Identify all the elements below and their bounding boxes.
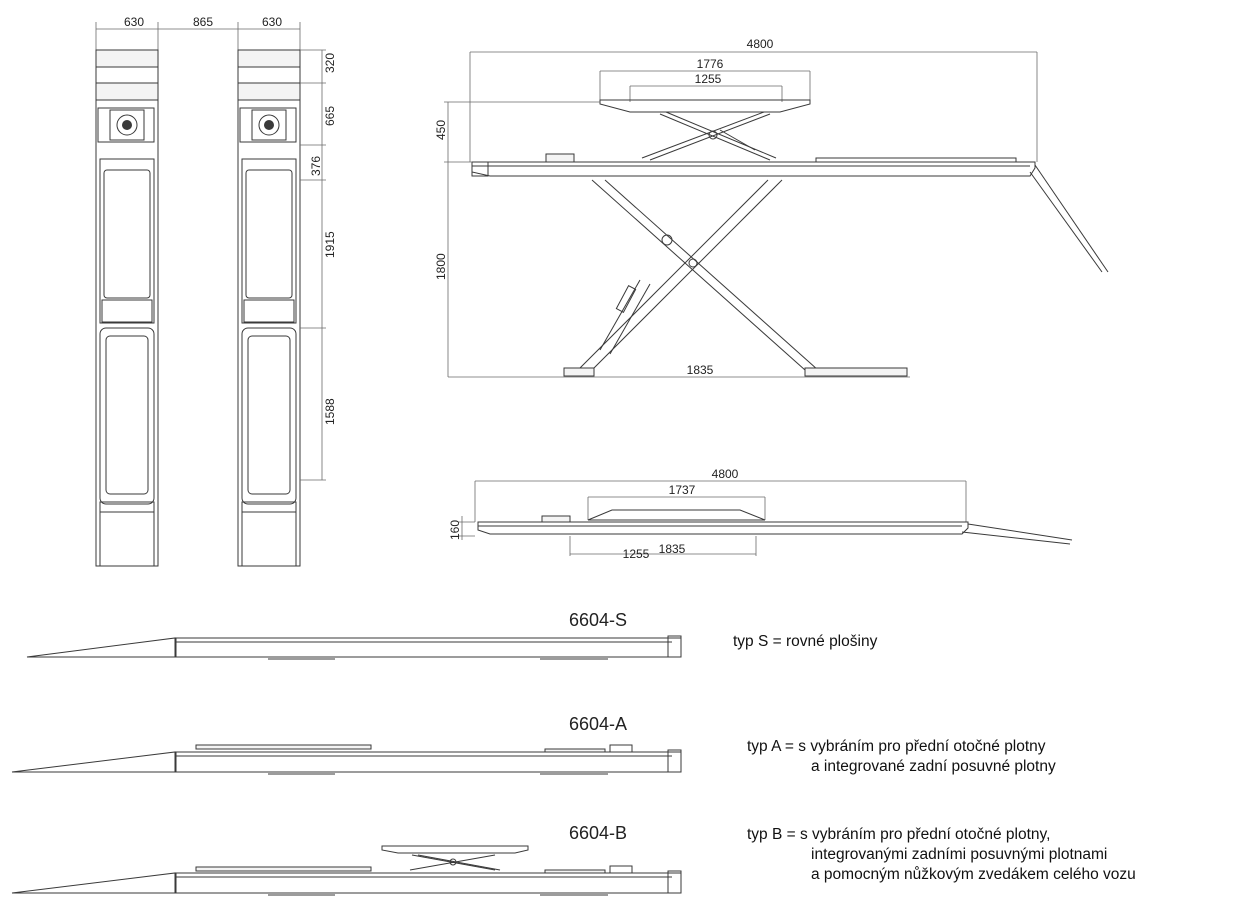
dim-aux-height: 450 [434,120,448,140]
type-s-profile: 6604-S [26,610,682,660]
top-view: 630 865 630 [95,15,337,567]
type-b-profile: 6604-B [11,823,682,896]
dim-aux-plate: 1255 [695,72,722,86]
type-b-desc-line2: integrovanými zadními posuvnými plotnami [811,846,1108,863]
type-a-desc-line2: a integrované zadní posuvné plotny [811,758,1056,775]
dim-length: 4800 [747,37,774,51]
runway-left [95,49,159,567]
type-a-desc-line1: typ A = s vybráním pro přední otočné plo… [747,738,1046,755]
type-b-desc-line3: a pomocným nůžkovým zvedákem celého vozu [811,866,1136,883]
dim-lowered-plate: 1255 [623,547,650,561]
type-s-desc-line1: typ S = rovné plošiny [733,633,878,650]
dim-lowered-length: 4800 [712,467,739,481]
side-view-lowered: 4800 1737 160 1255 1835 [448,467,1073,561]
dim-seg3: 376 [309,156,323,176]
type-b-description: typ B = s vybráním pro přední otočné plo… [747,825,1136,885]
dim-seg5: 1588 [323,398,337,425]
dim-col-width-right: 630 [262,15,282,29]
dim-seg4: 1915 [323,231,337,258]
dim-base: 1835 [687,363,714,377]
dim-lowered-height: 160 [448,520,462,540]
dim-lowered-aux: 1737 [669,483,696,497]
type-s-description: typ S = rovné plošiny [733,632,877,652]
model-label-s: 6604-S [569,610,627,630]
model-label-a: 6604-A [569,714,627,734]
dim-aux-length: 1776 [697,57,724,71]
dim-gap: 865 [193,15,213,29]
model-label-b: 6604-B [569,823,627,843]
type-a-description: typ A = s vybráním pro přední otočné plo… [747,737,1056,777]
dim-seg1: 320 [323,53,337,73]
dim-height: 1800 [434,253,448,280]
runway-right [237,49,301,567]
type-b-desc-line1: typ B = s vybráním pro přední otočné plo… [747,826,1051,843]
side-view-raised: 4800 1776 1255 [434,37,1109,378]
dim-seg2: 665 [323,106,337,126]
dim-lowered-base: 1835 [659,542,686,556]
dim-col-width-left: 630 [124,15,144,29]
type-a-profile: 6604-A [11,714,682,775]
